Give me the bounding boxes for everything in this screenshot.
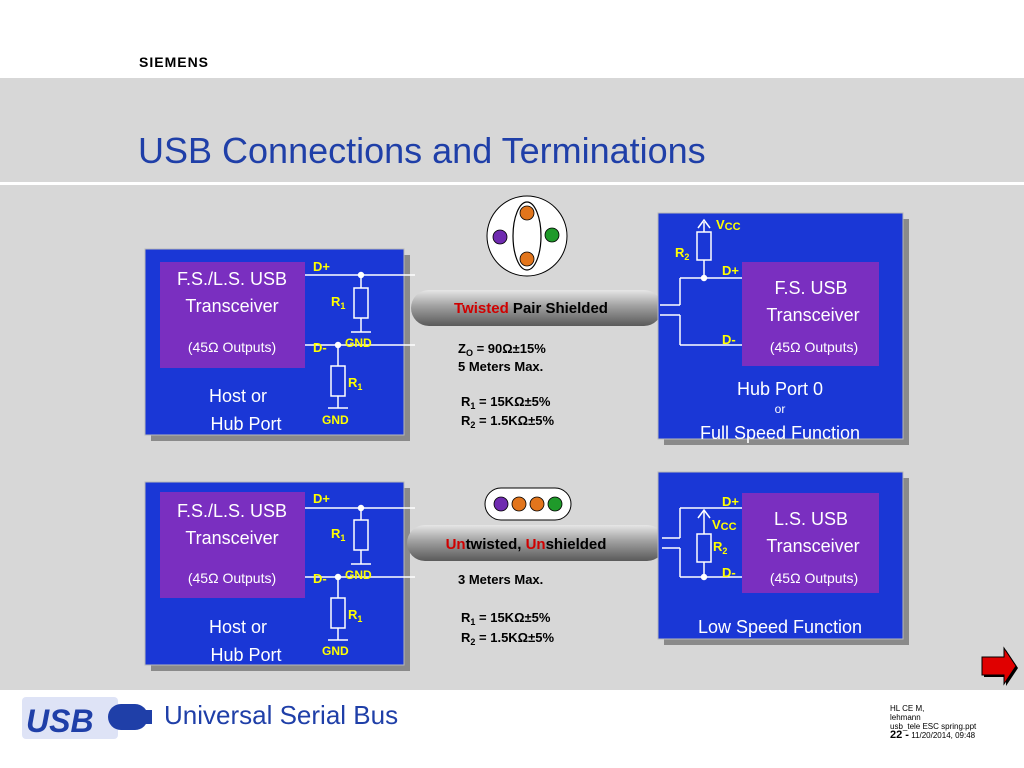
- bottom-device-wiring: [662, 507, 742, 581]
- bottom-device-transceiver-line1: L.S. USB: [774, 509, 848, 529]
- bottom-host-r1a: R1: [331, 526, 345, 543]
- siemens-brand: SIEMENS: [139, 54, 210, 70]
- bottom-device-transceiver-line2: Transceiver: [766, 536, 859, 556]
- cable-cross-section-unshielded-icon: [484, 487, 572, 521]
- top-spec-impedance: ZO = 90Ω±15%: [458, 341, 546, 358]
- top-cable-label: Twisted Pair Shielded: [454, 300, 608, 317]
- top-spec-r1: R1 = 15KΩ±5%: [461, 394, 551, 411]
- bottom-spec-r1: R1 = 15KΩ±5%: [461, 610, 551, 627]
- meta-line-4: 22 - 11/20/2014, 09:48: [890, 729, 976, 741]
- bottom-host-transceiver: [160, 492, 305, 598]
- bottom-device-dminus: D-: [722, 565, 736, 580]
- top-host-gnd-b: GND: [322, 413, 349, 427]
- top-host-r1b: R1: [348, 375, 362, 392]
- footer-title: Universal Serial Bus: [164, 700, 399, 730]
- top-host-transceiver-line1: F.S./L.S. USB: [177, 269, 287, 289]
- bottom-device-transceiver: [742, 493, 879, 593]
- top-device-transceiver-line1: F.S. USB: [774, 278, 847, 298]
- title-divider: [0, 182, 1024, 185]
- meta-line-2: lehmann: [890, 713, 921, 722]
- top-spec-length: 5 Meters Max.: [458, 359, 543, 374]
- top-host-transceiver: [160, 262, 305, 368]
- bottom-device-dplus: D+: [722, 494, 739, 509]
- bottom-cable-label: Untwisted, Unshielded: [446, 536, 607, 553]
- meta-line-3: usb_tele ESC spring.ppt: [890, 722, 977, 731]
- top-host-label-line1: Host or: [209, 386, 267, 406]
- top-specs: ZO = 90Ω±15% 5 Meters Max. R1 = 15KΩ±5% …: [458, 341, 554, 430]
- top-device-label-line1: Hub Port 0: [737, 379, 823, 399]
- top-host-label-line2: Hub Port: [210, 414, 281, 434]
- top-host-gnd-a: GND: [345, 336, 372, 350]
- bottom-host-gnd-a: GND: [345, 568, 372, 582]
- top-device-transceiver-line2: Transceiver: [766, 305, 859, 325]
- bottom-host-wiring: [305, 504, 415, 641]
- bottom-device-label: Low Speed Function: [698, 617, 862, 637]
- top-cable: [411, 290, 662, 326]
- top-device-dplus: D+: [722, 263, 739, 278]
- top-host-dplus: D+: [313, 259, 330, 274]
- bottom-host-dplus: D+: [313, 491, 330, 506]
- top-host-outputs: (45Ω Outputs): [188, 339, 276, 355]
- next-arrow-icon[interactable]: [981, 646, 1018, 686]
- bottom-host-gnd-b: GND: [322, 644, 349, 658]
- top-device-r2: R2: [675, 245, 689, 262]
- top-device-label-or: or: [775, 402, 786, 416]
- meta-date: 11/20/2014, 09:48: [908, 731, 976, 740]
- top-host-r1a: R1: [331, 294, 345, 311]
- bottom-device-vcc: VCC: [712, 517, 737, 533]
- top-host-transceiver-line2: Transceiver: [185, 296, 278, 316]
- top-device-vcc: VCC: [716, 217, 741, 233]
- top-device-dminus: D-: [722, 332, 736, 347]
- top-device-label-line2: Full Speed Function: [700, 423, 860, 443]
- usb-logo-text: USB: [26, 703, 94, 739]
- top-device-outputs: (45Ω Outputs): [770, 339, 858, 355]
- top-device-wiring: [660, 218, 742, 346]
- bottom-host-label-line2: Hub Port: [210, 645, 281, 665]
- bottom-host-label-line1: Host or: [209, 617, 267, 637]
- footer-meta: HL CE M, lehmann usb_tele ESC spring.ppt…: [890, 704, 977, 741]
- bottom-spec-length: 3 Meters Max.: [458, 572, 543, 587]
- page-number: 22 -: [890, 729, 909, 741]
- top-host-wiring: [305, 271, 415, 409]
- top-host-dminus: D-: [313, 340, 327, 355]
- cable-cross-section-shielded-icon: [486, 195, 568, 277]
- usb-logo: USB: [22, 697, 152, 739]
- bottom-host-transceiver-line2: Transceiver: [185, 528, 278, 548]
- bottom-device-outputs: (45Ω Outputs): [770, 570, 858, 586]
- top-spec-r2: R2 = 1.5KΩ±5%: [461, 413, 554, 430]
- bottom-device-r2: R2: [713, 539, 727, 556]
- bottom-specs: 3 Meters Max. R1 = 15KΩ±5% R2 = 1.5KΩ±5%: [458, 572, 554, 647]
- slide-title: USB Connections and Terminations: [138, 130, 706, 171]
- bottom-host-outputs: (45Ω Outputs): [188, 570, 276, 586]
- bottom-spec-r2: R2 = 1.5KΩ±5%: [461, 630, 554, 647]
- bottom-host-dminus: D-: [313, 571, 327, 586]
- meta-line-1: HL CE M,: [890, 704, 925, 713]
- bottom-host-transceiver-line1: F.S./L.S. USB: [177, 501, 287, 521]
- top-device-transceiver: [742, 262, 879, 366]
- bottom-host-r1b: R1: [348, 607, 362, 624]
- bottom-cable: [407, 525, 665, 561]
